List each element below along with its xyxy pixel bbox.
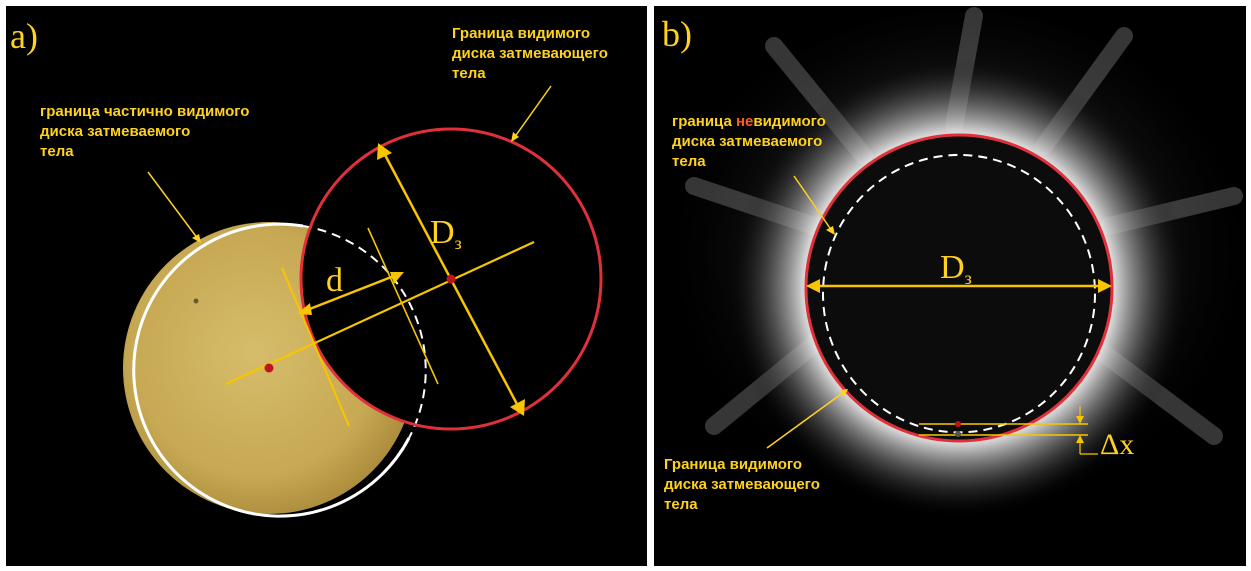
eclipsed-limb-dot (955, 421, 961, 427)
eclipsed-disk-hidden-edge (302, 225, 427, 439)
panel-a-label: a) (10, 16, 38, 56)
panel-b-diagram: b) граница невидимого диска затмеваемого… (659, 7, 1246, 551)
diameter-arrowhead-top (377, 143, 392, 160)
eclipsing-center-dot (446, 274, 456, 284)
diameter-arrowhead-bottom (510, 399, 525, 416)
label-dx: Δx (1100, 428, 1134, 461)
dx-arrowhead-bottom (1076, 435, 1084, 443)
eclipsed-disk-visible-edge (132, 222, 411, 518)
center-line (225, 241, 535, 385)
eclipsed-pointer (147, 171, 199, 240)
label-diameter: Dз (940, 249, 972, 288)
label-diameter: Dз (430, 214, 462, 253)
sunspot (193, 298, 199, 304)
eclipsed-center-dot (264, 363, 274, 373)
d-arrow (301, 272, 400, 314)
eclipsing-pointer-head (511, 132, 519, 142)
label-d: d (326, 262, 343, 299)
d-arrowhead-left (297, 303, 312, 315)
dx-arrowhead-top (1076, 416, 1084, 424)
panel-b: b) граница невидимого диска затмеваемого… (654, 6, 1246, 566)
diameter-arrowhead-right (1098, 279, 1112, 293)
eclipsing-pointer-head (840, 389, 848, 397)
eclipsed-annotation: граница частично видимого диска затмевае… (40, 103, 254, 160)
invisible-disk-pointer (793, 175, 833, 232)
eclipsing-limb-dot (955, 431, 961, 437)
invisible-disk-pointer-head (826, 226, 835, 235)
eclipsing-pointer (513, 85, 552, 139)
eclipsing-disk (806, 135, 1112, 441)
eclipsed-pointer-head (192, 234, 201, 243)
invisible-disk-annotation: граница невидимого диска затмеваемого те… (672, 113, 830, 170)
panel-b-label: b) (662, 14, 692, 54)
eclipsing-pointer (766, 391, 845, 449)
d-arrowhead-right (390, 272, 404, 284)
chord-line-left (281, 267, 350, 427)
eclipsing-annotation: Граница видимого диска затмевающего тела (452, 25, 612, 82)
panel-a: a) граница частично видимого диска затме… (6, 6, 647, 566)
panel-a-diagram: a) граница частично видимого диска затме… (10, 16, 612, 518)
eclipsing-annotation: Граница видимого диска затмевающего тела (664, 456, 824, 513)
chord-line-right (367, 227, 439, 385)
diameter-arrowhead-left (806, 279, 820, 293)
eclipsing-disk-edge (299, 127, 603, 431)
eclipsing-disk-edge (804, 133, 1114, 443)
